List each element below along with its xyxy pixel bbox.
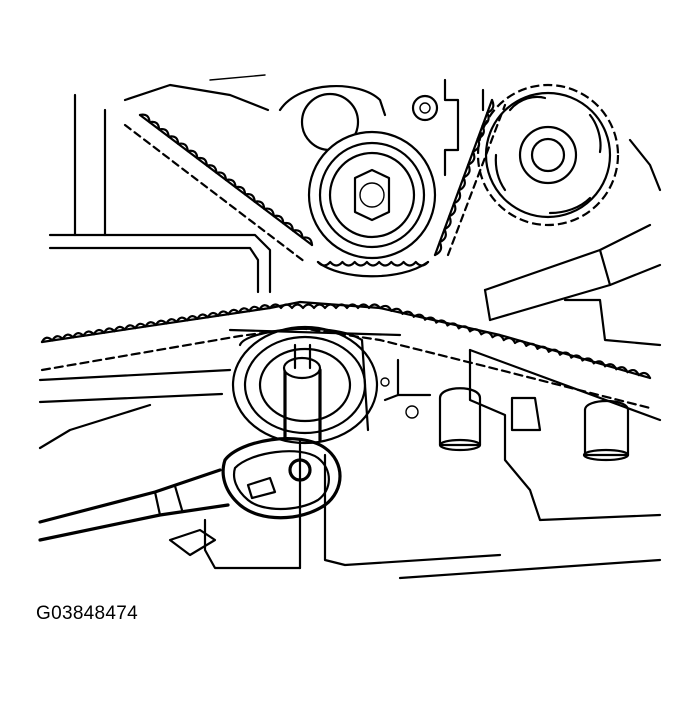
hex-bolt-icon bbox=[353, 168, 391, 222]
belt-teeth bbox=[138, 113, 314, 247]
belt-teeth bbox=[40, 304, 272, 344]
tool-handle-upper-right bbox=[483, 223, 662, 322]
main-timing-belt bbox=[40, 300, 652, 410]
camshaft-sprocket bbox=[476, 83, 620, 227]
figure-caption: G03848474 bbox=[36, 603, 139, 624]
tensioner-pulley bbox=[278, 85, 439, 260]
lower-right-components bbox=[380, 377, 630, 462]
belt-teeth bbox=[268, 303, 382, 310]
belt-teeth bbox=[316, 260, 430, 267]
ratchet-handle bbox=[38, 468, 230, 557]
socket-extension bbox=[282, 343, 322, 442]
belt-teeth bbox=[378, 304, 652, 380]
belt-teeth bbox=[433, 98, 495, 257]
ratchet-head bbox=[221, 437, 342, 520]
idler-pulley bbox=[231, 325, 379, 445]
engine-block-outline bbox=[38, 74, 662, 580]
